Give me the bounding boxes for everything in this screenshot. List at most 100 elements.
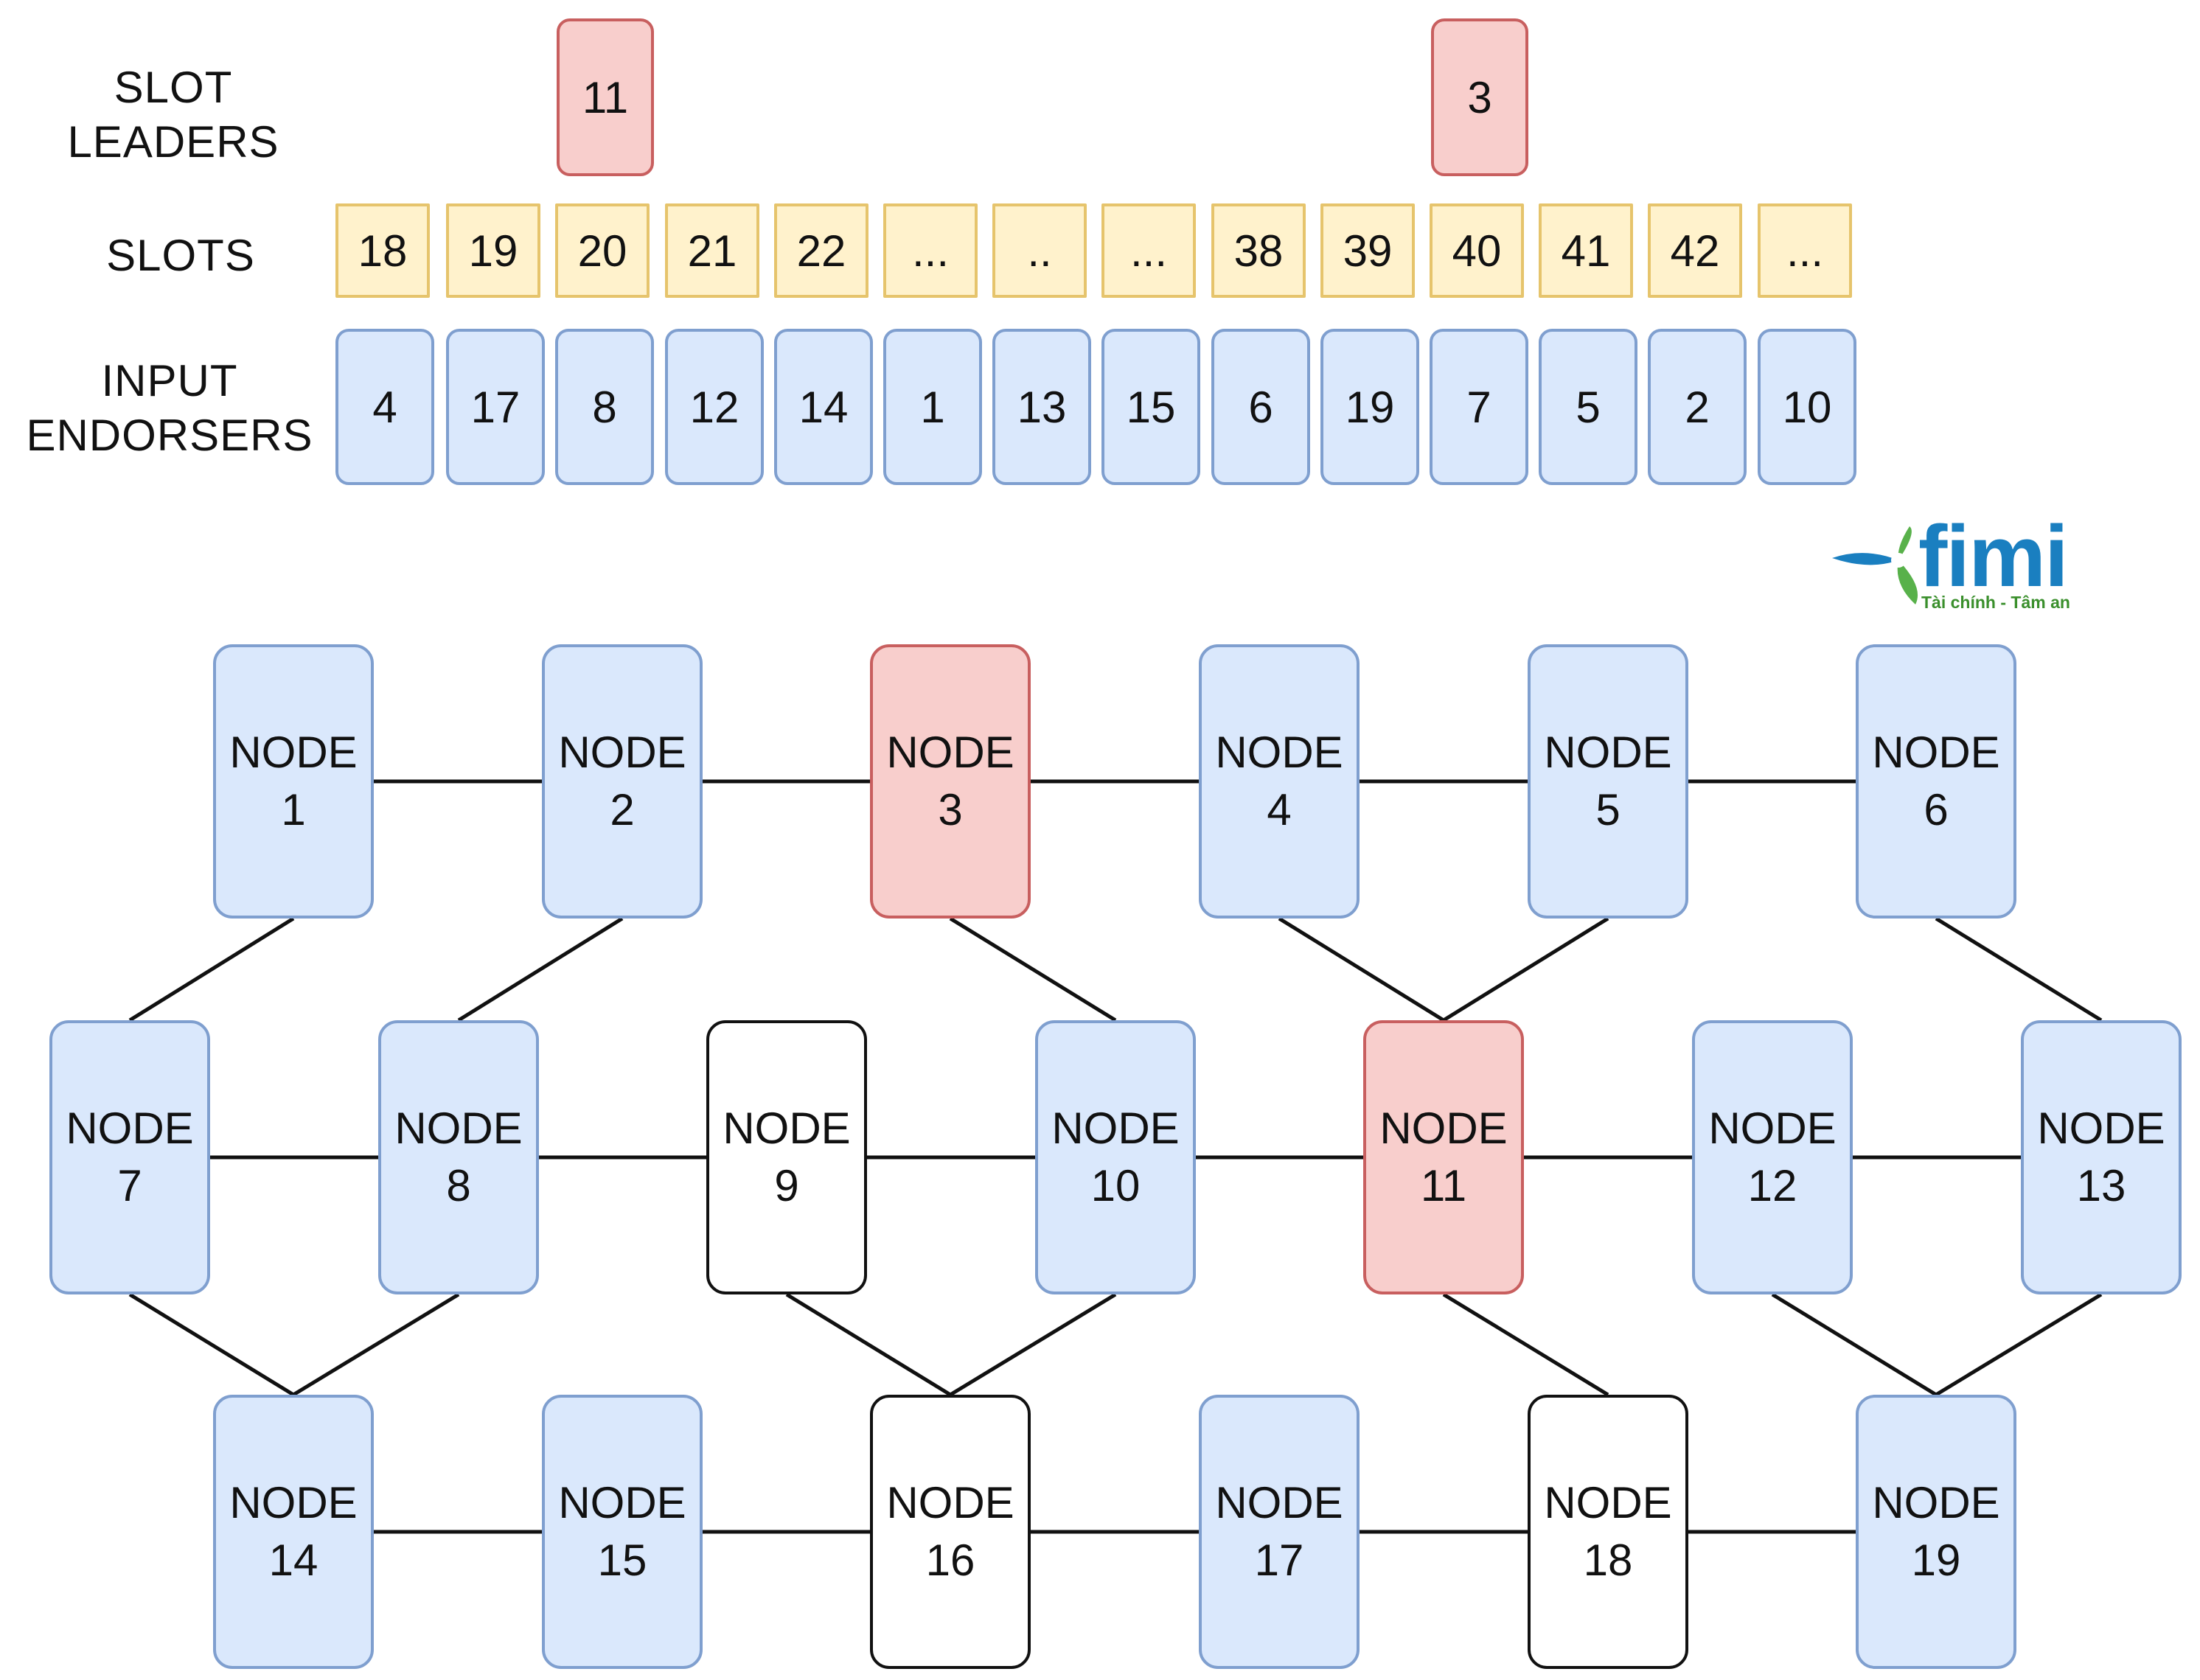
node-number: 6 — [1924, 785, 1949, 834]
node-word: NODE — [1708, 1104, 1837, 1153]
slot-box: 38 — [1211, 203, 1306, 298]
edge-4-11 — [1278, 916, 1445, 1022]
node-5: NODE 5 — [1528, 644, 1688, 919]
slot-leaders-label: SLOT LEADERS — [67, 63, 279, 167]
edge-3-10 — [949, 916, 1117, 1022]
leaf-icon — [1832, 526, 1918, 604]
endorser-box: 17 — [446, 329, 545, 485]
node-16: NODE 16 — [870, 1395, 1031, 1669]
node-11: NODE 11 — [1363, 1020, 1524, 1294]
node-12: NODE 12 — [1692, 1020, 1853, 1294]
edge-7-14 — [128, 1292, 295, 1397]
slot-box: 19 — [446, 203, 540, 298]
node-8: NODE 8 — [378, 1020, 539, 1294]
input-endorsers-label: INPUT ENDORSERS — [26, 356, 313, 460]
slot-box: ... — [1758, 203, 1852, 298]
slot-box: 20 — [555, 203, 650, 298]
slots-label: SLOTS — [106, 231, 255, 280]
node-4: NODE 4 — [1199, 644, 1360, 919]
slot-box: 22 — [774, 203, 868, 298]
node-number: 17 — [1254, 1536, 1304, 1585]
node-word: NODE — [1379, 1104, 1508, 1153]
node-word: NODE — [1215, 728, 1343, 777]
node-word: NODE — [1215, 1478, 1343, 1527]
node-number: 14 — [268, 1536, 318, 1585]
node-18: NODE 18 — [1528, 1395, 1688, 1669]
logo-brand: fimi — [1918, 508, 2069, 605]
endorser-box: 1 — [883, 329, 982, 485]
slot-box: ... — [883, 203, 978, 298]
node-number: 16 — [925, 1536, 975, 1585]
node-word: NODE — [229, 728, 358, 777]
endorser-box: 14 — [774, 329, 873, 485]
node-3: NODE 3 — [870, 644, 1031, 919]
node-17: NODE 17 — [1199, 1395, 1360, 1669]
endorser-box: 13 — [992, 329, 1091, 485]
node-word: NODE — [2037, 1104, 2165, 1153]
edge-10-16 — [949, 1292, 1117, 1397]
node-number: 18 — [1583, 1536, 1633, 1585]
endorser-box: 10 — [1758, 329, 1856, 485]
node-word: NODE — [229, 1478, 358, 1527]
slot-box: 18 — [335, 203, 430, 298]
endorser-box: 2 — [1648, 329, 1747, 485]
node-number: 11 — [1420, 1161, 1467, 1210]
node-word: NODE — [394, 1104, 523, 1153]
node-number: 8 — [446, 1161, 471, 1210]
node-number: 3 — [938, 785, 963, 834]
slot-box: ... — [1101, 203, 1196, 298]
slot-box: 41 — [1539, 203, 1633, 298]
edge-5-11 — [1442, 916, 1609, 1022]
node-number: 4 — [1267, 785, 1292, 834]
node-word: NODE — [886, 1478, 1014, 1527]
edge-11-18 — [1442, 1292, 1609, 1397]
endorser-box: 6 — [1211, 329, 1310, 485]
slot-box: 42 — [1648, 203, 1742, 298]
endorser-box: 15 — [1101, 329, 1200, 485]
edge-2-8 — [457, 916, 624, 1022]
logo-tagline: Tài chính - Tâm an — [1921, 593, 2070, 612]
slot-leader-box: 3 — [1431, 18, 1528, 176]
endorser-box: 19 — [1320, 329, 1419, 485]
node-word: NODE — [1872, 1478, 2000, 1527]
node-1: NODE 1 — [213, 644, 374, 919]
node-word: NODE — [558, 1478, 686, 1527]
edge-1-7 — [128, 916, 295, 1022]
edge-12-19 — [1771, 1292, 1938, 1397]
node-word: NODE — [886, 728, 1014, 777]
fimi-logo: fimi Tài chính - Tâm an — [1828, 508, 2094, 619]
node-word: NODE — [66, 1104, 194, 1153]
endorser-box: 4 — [335, 329, 434, 485]
node-number: 9 — [774, 1161, 799, 1210]
node-10: NODE 10 — [1035, 1020, 1196, 1294]
edge-9-16 — [785, 1292, 952, 1397]
slot-leader-box: 11 — [557, 18, 654, 176]
node-number: 5 — [1595, 785, 1621, 834]
node-13: NODE 13 — [2021, 1020, 2182, 1294]
node-9: NODE 9 — [706, 1020, 867, 1294]
endorser-box: 7 — [1430, 329, 1528, 485]
node-word: NODE — [1051, 1104, 1180, 1153]
node-number: 12 — [1747, 1161, 1797, 1210]
node-word: NODE — [723, 1104, 851, 1153]
node-number: 10 — [1090, 1161, 1141, 1210]
slot-box: 39 — [1320, 203, 1415, 298]
node-word: NODE — [1872, 728, 2000, 777]
node-14: NODE 14 — [213, 1395, 374, 1669]
node-word: NODE — [1544, 728, 1672, 777]
slot-box: 40 — [1430, 203, 1524, 298]
edge-8-14 — [292, 1292, 460, 1397]
node-word: NODE — [1544, 1478, 1672, 1527]
node-word: NODE — [558, 728, 686, 777]
node-number: 13 — [2076, 1161, 2126, 1210]
endorser-box: 12 — [665, 329, 764, 485]
edge-13-19 — [1935, 1292, 2103, 1397]
endorser-box: 5 — [1539, 329, 1637, 485]
node-number: 1 — [281, 785, 306, 834]
slot-box: .. — [992, 203, 1087, 298]
node-6: NODE 6 — [1856, 644, 2016, 919]
